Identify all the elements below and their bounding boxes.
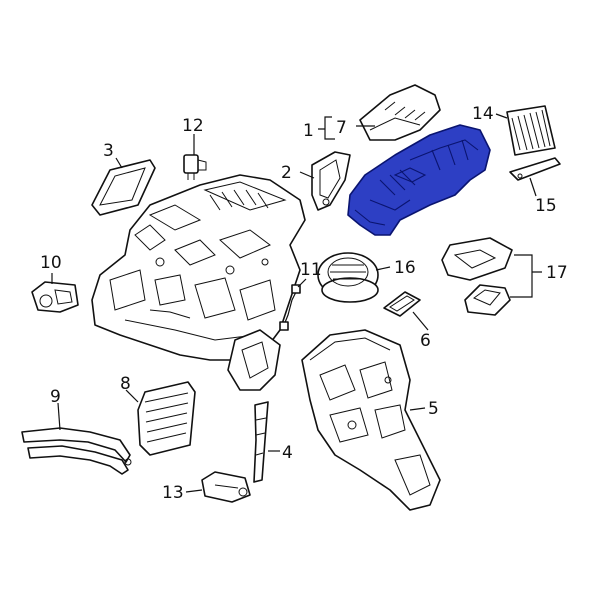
callout-5: 5 — [428, 399, 439, 419]
callout-17: 17 — [546, 263, 568, 283]
callout-11: 11 — [300, 260, 322, 280]
part-12-sensor — [183, 154, 207, 180]
part-1-highlighted-housing — [347, 124, 491, 236]
part-5-lower-housing — [301, 329, 441, 511]
part-11-wire-harness — [279, 284, 301, 331]
callout-3: 3 — [103, 141, 114, 161]
part-13-servo-motor — [201, 471, 251, 503]
callout-16: 16 — [394, 258, 416, 278]
callout-1: 1 — [303, 121, 314, 141]
callout-7: 7 — [336, 118, 347, 138]
main-hvac-housing — [91, 174, 306, 391]
part-2-cover — [311, 151, 351, 211]
part-7-upper-housing — [359, 84, 441, 141]
leader-lines — [51, 113, 542, 493]
callout-15: 15 — [535, 196, 557, 216]
callout-12: 12 — [182, 116, 204, 136]
part-17-control-module — [464, 284, 511, 316]
callout-6: 6 — [420, 331, 431, 351]
callout-9: 9 — [50, 387, 61, 407]
callout-14: 14 — [472, 104, 494, 124]
callout-4: 4 — [282, 443, 293, 463]
part-6-small-filter — [383, 291, 421, 317]
callout-2: 2 — [281, 163, 292, 183]
part-16-blower-motor — [317, 252, 379, 303]
part-3-seal-frame — [91, 159, 156, 216]
callout-13: 13 — [162, 483, 184, 503]
part-15-trim-strip — [509, 157, 561, 181]
callout-8: 8 — [120, 374, 131, 394]
part-8-heater-core — [137, 381, 196, 456]
part-10-actuator — [31, 281, 79, 313]
part-14-cabin-filter — [506, 105, 556, 156]
callout-10: 10 — [40, 253, 62, 273]
part-17-control-bracket — [441, 237, 513, 281]
part-4-drain-hose — [253, 401, 269, 483]
part-9-heater-tubes — [21, 427, 132, 475]
